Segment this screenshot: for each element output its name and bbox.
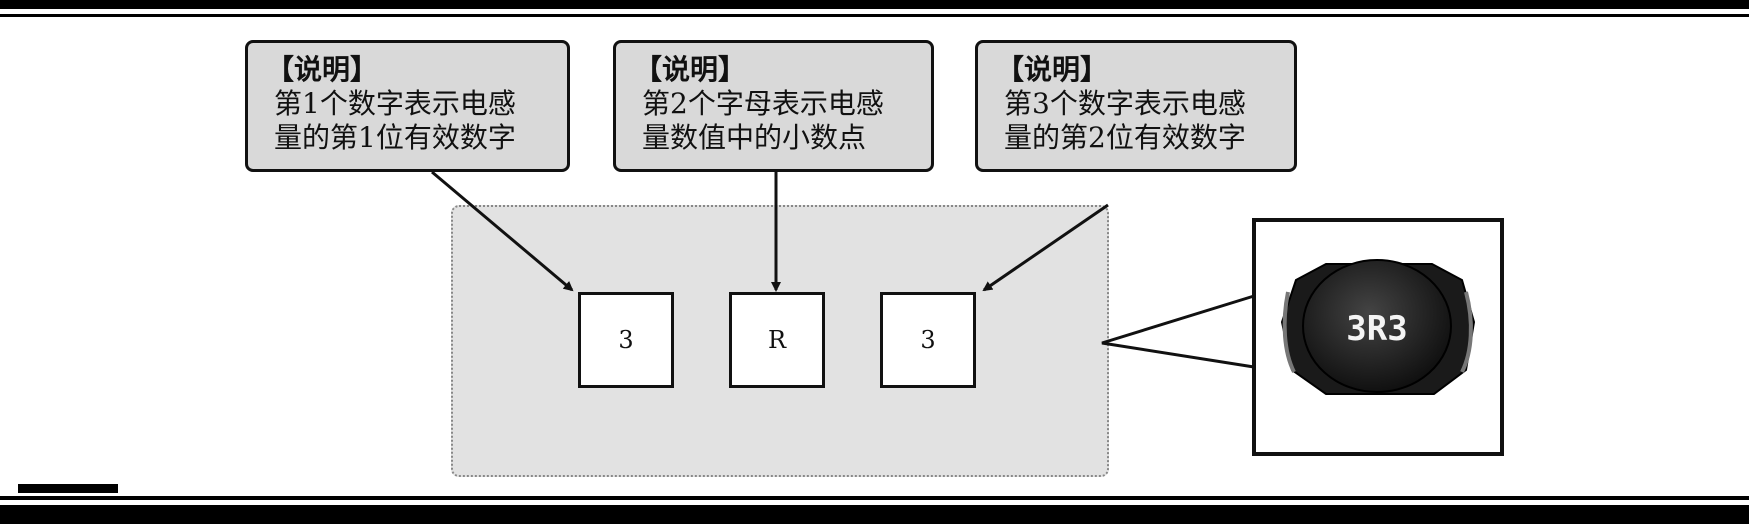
callout-first-digit: 【说明】 第1个数字表示电感 量的第1位有效数字 [245,40,570,172]
bottom-rule-thin [0,496,1749,500]
callout-second-digit: 【说明】 第3个数字表示电感 量的第2位有效数字 [975,40,1297,172]
callout-line: 量数值中的小数点 [642,121,867,154]
callout-heading: 【说明】 [266,53,379,86]
inductor-marking: 3R3 [1346,309,1407,349]
callout-letter-r: 【说明】 第2个字母表示电感 量数值中的小数点 [613,40,934,172]
bottom-rule-thick [0,505,1749,524]
inductor-lead-right [1460,291,1473,373]
digit-box-1: 3 [578,292,674,388]
inductor-core [1302,259,1452,393]
digit-box-2: R [729,292,825,388]
photo-callout-pointer [1101,294,1255,369]
top-rule-thick [0,0,1749,9]
inductor-lead-left [1282,291,1296,373]
inductor-photo-frame: 3R3 [1252,218,1504,456]
digit-box-3: 3 [880,292,976,388]
callout-line: 第1个数字表示电感 [274,87,516,120]
callout-line: 量的第1位有效数字 [274,121,516,154]
callout-heading: 【说明】 [996,53,1109,86]
callout-heading: 【说明】 [634,53,747,86]
arrow-to-digit-3 [982,203,1109,292]
callout-line: 第3个数字表示电感 [1004,87,1246,120]
top-rule-thin [0,14,1749,17]
callout-line: 量的第2位有效数字 [1004,121,1246,154]
callout-line: 第2个字母表示电感 [642,87,884,120]
arrow-to-digit-1 [431,170,574,292]
bottom-left-mark [18,484,118,493]
inductor-image: 3R3 [1280,259,1476,395]
